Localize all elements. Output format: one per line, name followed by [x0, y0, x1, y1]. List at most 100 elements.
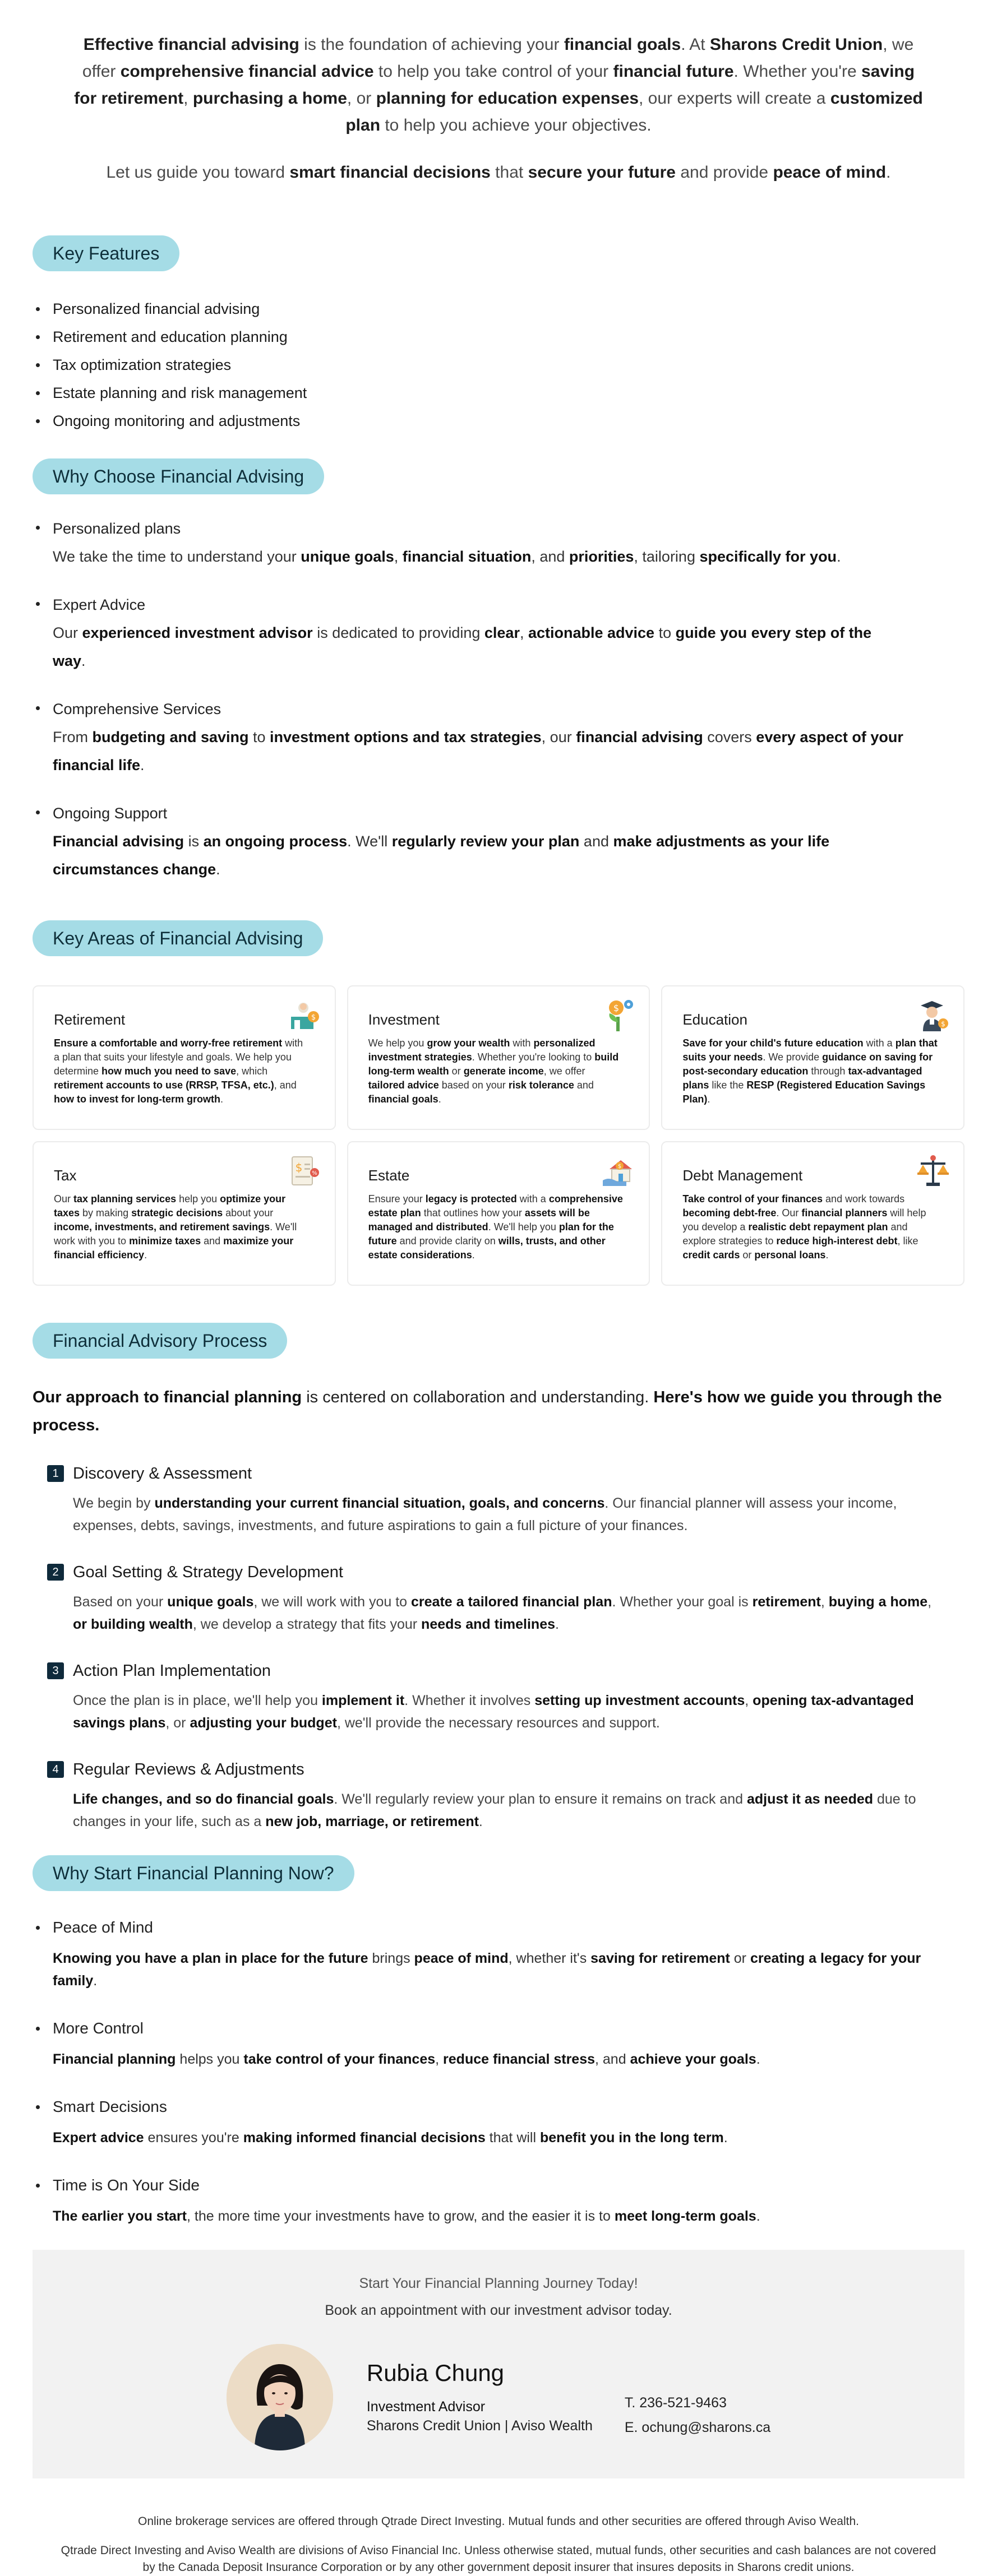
why-choose-list: Personalized plans We take the time to u…	[33, 515, 964, 883]
tax-icon: $ %	[291, 1156, 319, 1185]
estate-icon: $	[603, 1160, 633, 1186]
list-item: Tax optimization strategies	[33, 351, 964, 379]
why-choose-section: Why Choose Financial Advising Personaliz…	[33, 435, 964, 883]
card-investment: $ Investment We help you grow your wealt…	[347, 985, 650, 1130]
svg-text:$: $	[311, 1013, 316, 1022]
investment-icon: $	[609, 1000, 634, 1031]
item-description: Expert advice ensures you're making info…	[53, 2130, 728, 2146]
disclaimer-brokerage: Online brokerage services are offered th…	[137, 2515, 859, 2528]
advisor-email[interactable]: E. ochung@sharons.ca	[624, 2420, 771, 2435]
list-item: Smart Decisions Expert advice ensures yo…	[33, 2093, 964, 2149]
list-item: Ongoing Support Financial advising is an…	[33, 799, 964, 883]
step-header: 2 Goal Setting & Strategy Development	[33, 1558, 964, 1586]
card-retirement: $ Retirement Ensure a comfortable and wo…	[33, 985, 336, 1130]
item-description: The earlier you start, the more time you…	[53, 2208, 760, 2224]
step-number-badge: 4	[47, 1761, 64, 1778]
cta-section: Start Your Financial Planning Journey To…	[33, 2250, 964, 2478]
card-debt-management: Debt Management Take control of your fin…	[661, 1141, 964, 1286]
why-choose-heading: Why Choose Financial Advising	[33, 458, 325, 494]
step-description: Based on your unique goals, we will work…	[73, 1594, 932, 1632]
process-steps: 1 Discovery & Assessment We begin by und…	[33, 1460, 964, 1833]
svg-text:$: $	[941, 1020, 945, 1028]
item-title: Expert Advice	[53, 596, 146, 613]
process-intro: Our approach to financial planning is ce…	[33, 1388, 942, 1434]
item-description: Financial advising is an ongoing process…	[53, 833, 830, 878]
cta-headline: Start Your Financial Planning Journey To…	[359, 2276, 638, 2291]
step-title: Action Plan Implementation	[73, 1662, 271, 1680]
process-step: 2 Goal Setting & Strategy Development Ba…	[33, 1558, 964, 1636]
step-title: Goal Setting & Strategy Development	[73, 1563, 343, 1581]
retirement-icon: $	[290, 1003, 319, 1029]
step-number-badge: 1	[47, 1465, 64, 1482]
list-item: Peace of Mind Knowing you have a plan in…	[33, 1914, 964, 1992]
card-description: Ensure your legacy is protected with a c…	[368, 1193, 623, 1261]
card-education: $ Education Save for your child's future…	[661, 985, 964, 1130]
item-title: Personalized plans	[53, 520, 181, 537]
intro-section: Effective financial advising is the foun…	[33, 0, 964, 186]
card-title: Education	[682, 1011, 747, 1028]
step-description: We begin by understanding your current f…	[73, 1495, 897, 1533]
avatar	[226, 2344, 333, 2450]
item-description: Knowing you have a plan in place for the…	[53, 1950, 921, 1989]
item-description: From budgeting and saving to investment …	[53, 729, 903, 773]
card-description: Our tax planning services help you optim…	[54, 1193, 297, 1261]
card-title: Retirement	[54, 1011, 126, 1028]
advisor-phone[interactable]: T. 236-521-9463	[624, 2395, 727, 2411]
key-features-list: Personalized financial advising Retireme…	[33, 295, 964, 435]
svg-text:$: $	[618, 1164, 621, 1170]
advisor-info: Rubia Chung Investment Advisor Sharons C…	[367, 2359, 625, 2435]
advisor-role: Investment Advisor	[366, 2399, 486, 2415]
svg-text:$: $	[613, 1003, 619, 1013]
key-features-section: Key Features Personalized financial advi…	[33, 186, 964, 435]
list-item: Comprehensive Services From budgeting an…	[33, 695, 964, 779]
advisor-name: Rubia Chung	[366, 2360, 505, 2386]
list-item: Ongoing monitoring and adjustments	[33, 407, 964, 435]
advisor-photo	[226, 2344, 333, 2450]
process-section: Financial Advisory Process Our approach …	[33, 1286, 964, 1833]
list-item: Time is On Your Side The earlier you sta…	[33, 2171, 964, 2227]
card-description: Ensure a comfortable and worry-free reti…	[54, 1037, 303, 1105]
card-title: Investment	[368, 1011, 440, 1028]
step-description: Life changes, and so do financial goals.…	[73, 1791, 916, 1829]
advisor-organization: Sharons Credit Union | Aviso Wealth	[366, 2418, 593, 2434]
key-features-heading: Key Features	[33, 235, 180, 271]
item-title: Ongoing Support	[53, 805, 168, 822]
advisor-contact: T. 236-521-9463 E. ochung@sharons.ca	[625, 2355, 770, 2440]
footer-disclaimer: Online brokerage services are offered th…	[33, 2513, 964, 2576]
list-item: Personalized financial advising	[33, 295, 964, 323]
process-step: 3 Action Plan Implementation Once the pl…	[33, 1657, 964, 1734]
why-now-section: Why Start Financial Planning Now? Peace …	[33, 1854, 964, 2227]
list-item: Expert Advice Our experienced investment…	[33, 591, 964, 675]
list-item: Retirement and education planning	[33, 323, 964, 351]
step-header: 1 Discovery & Assessment	[33, 1460, 964, 1488]
advisor-card: Rubia Chung Investment Advisor Sharons C…	[33, 2344, 964, 2450]
why-now-heading: Why Start Financial Planning Now?	[33, 1855, 354, 1891]
svg-text:%: %	[312, 1170, 317, 1176]
key-areas-grid: $ Retirement Ensure a comfortable and wo…	[33, 985, 964, 1286]
item-title: Peace of Mind	[53, 1919, 153, 1936]
item-title: Comprehensive Services	[53, 701, 221, 717]
card-description: We help you grow your wealth with person…	[368, 1037, 619, 1105]
debt-management-icon	[917, 1155, 949, 1186]
step-title: Regular Reviews & Adjustments	[73, 1760, 304, 1778]
step-title: Discovery & Assessment	[73, 1465, 252, 1482]
process-step: 4 Regular Reviews & Adjustments Life cha…	[33, 1755, 964, 1833]
item-title: Time is On Your Side	[53, 2176, 200, 2194]
step-header: 4 Regular Reviews & Adjustments	[33, 1755, 964, 1783]
card-tax: $ % Tax Our tax planning services help y…	[33, 1141, 336, 1286]
intro-paragraph: Effective financial advising is the foun…	[74, 35, 923, 135]
cta-subline: Book an appointment with our investment …	[325, 2302, 672, 2318]
item-description: Financial planning helps you take contro…	[53, 2051, 760, 2067]
item-description: Our experienced investment advisor is de…	[53, 624, 872, 669]
why-now-list: Peace of Mind Knowing you have a plan in…	[33, 1914, 964, 2227]
key-areas-heading: Key Areas of Financial Advising	[33, 920, 324, 956]
disclaimer-insurance: Qtrade Direct Investing and Aviso Wealth…	[61, 2544, 936, 2574]
svg-text:$: $	[295, 1161, 302, 1174]
list-item: More Control Financial planning helps yo…	[33, 2014, 964, 2070]
card-title: Tax	[54, 1167, 77, 1184]
step-number-badge: 2	[47, 1564, 64, 1581]
process-heading: Financial Advisory Process	[33, 1323, 288, 1359]
education-icon: $	[921, 1001, 948, 1031]
intro-tagline: Let us guide you toward smart financial …	[106, 163, 891, 182]
